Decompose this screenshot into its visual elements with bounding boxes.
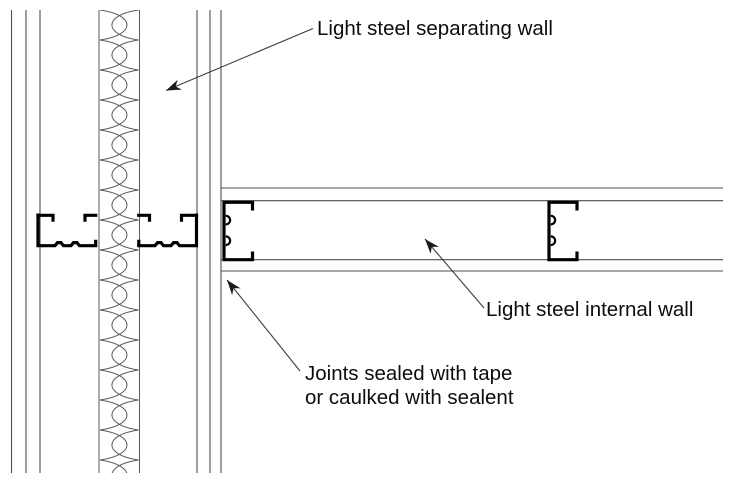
leader-arrow-separating-wall [165, 27, 314, 92]
leader-arrow-sealed-joint [226, 279, 301, 372]
separating-wall-stud-right [137, 213, 199, 248]
internal-wall-group [221, 187, 723, 272]
internal-wall-stud-end [222, 200, 255, 262]
label-internal-wall: Light steel internal wall [486, 298, 693, 321]
leader-arrow-internal-wall [424, 238, 485, 309]
label-joints-line2: or caulked with sealent [305, 386, 514, 409]
separating-wall-stud-left [36, 213, 98, 248]
insulation-batt-hatch [99, 10, 140, 473]
label-joints-line1: Joints sealed with tape [305, 362, 512, 385]
internal-wall-stud-mid [547, 200, 579, 262]
label-separating-wall: Light steel separating wall [317, 17, 553, 40]
separating-wall-group [10, 10, 222, 473]
